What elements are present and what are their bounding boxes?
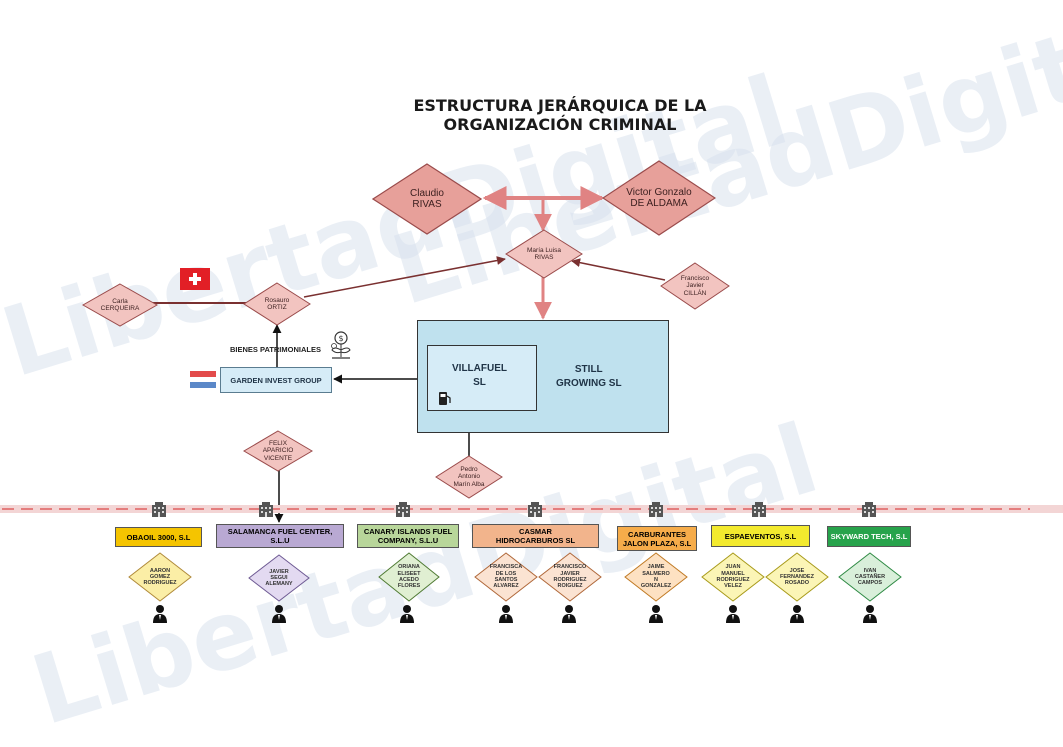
company-salamanca-fuel: SALAMANCA FUEL CENTER,S.L.U	[216, 524, 344, 548]
bienes-patrimoniales-label: BIENES PATRIMONIALES	[230, 345, 321, 354]
person-icon	[400, 605, 414, 623]
svg-text:$: $	[338, 334, 343, 343]
company-espaeventos: ESPAEVENTOS, S.L	[711, 525, 810, 547]
link-rosauro-maria	[303, 256, 506, 298]
company-skyward-tech: SKYWARD TECH, S.L	[827, 526, 911, 547]
building-icon	[528, 502, 542, 517]
swiss-flag-icon	[180, 268, 210, 290]
money-tree-icon: $	[331, 331, 351, 359]
person-icon	[499, 605, 513, 623]
person-icon	[153, 605, 167, 623]
building-icon	[259, 502, 273, 517]
page-title: ESTRUCTURA JERÁRQUICA DE LA ORGANIZACIÓN…	[413, 96, 707, 134]
building-icon	[862, 502, 876, 517]
garden-invest-group-box: GARDEN INVEST GROUP	[220, 367, 332, 393]
person-icon	[649, 605, 663, 623]
dutch-flag-icon	[190, 371, 216, 388]
building-icon	[396, 502, 410, 517]
person-icon	[726, 605, 740, 623]
link-cillan-maria	[571, 258, 666, 281]
building-icon	[649, 502, 663, 517]
fuel-pump-icon	[439, 392, 451, 405]
person-icon	[790, 605, 804, 623]
person-icon	[562, 605, 576, 623]
person-icon	[863, 605, 877, 623]
person-icon	[272, 605, 286, 623]
company-obaoil: OBAOIL 3000, S.L	[115, 527, 202, 547]
building-icon	[752, 502, 766, 517]
building-icon	[152, 502, 166, 517]
